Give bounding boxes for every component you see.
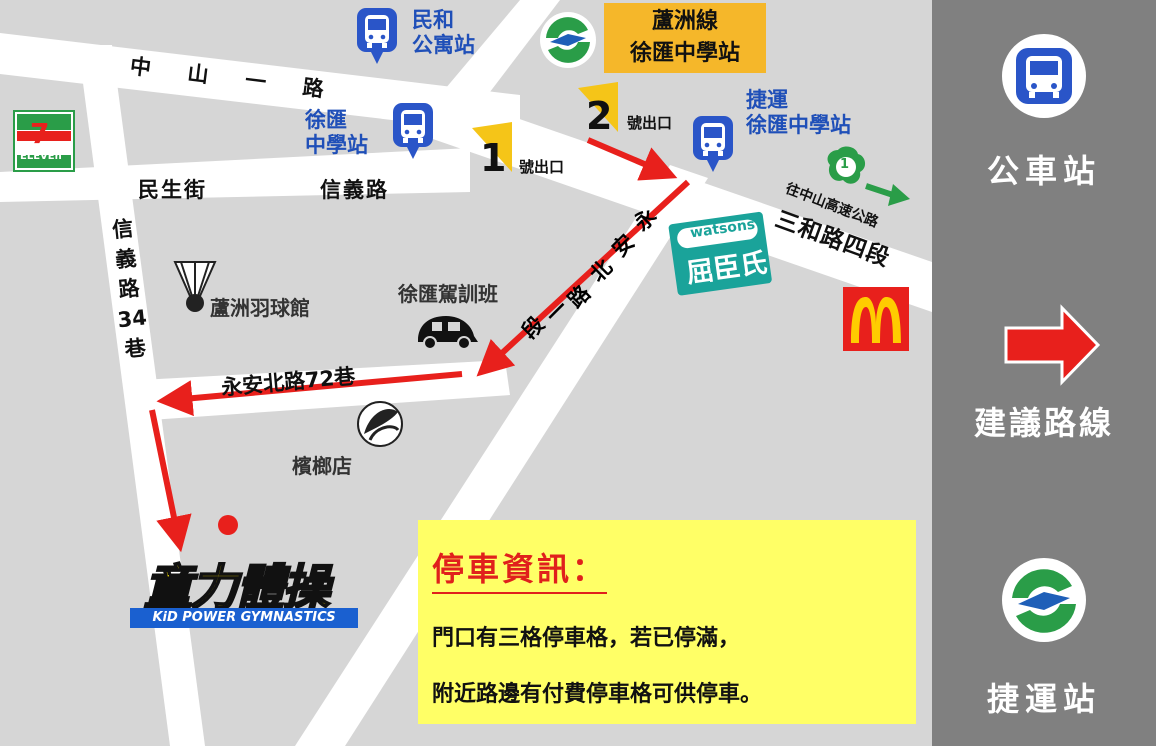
- exit-2-label: 號出口: [627, 114, 673, 132]
- kid-power-logo: 童力體操 KiD POWER GYMNASTICS: [130, 548, 362, 632]
- parking-line-1: 門口有三格停車格，若已停滿，: [432, 626, 741, 651]
- map-area: 民和 公寓站 徐匯 中學站 捷運 徐匯中學站 蘆洲線 徐匯中學站 1 號出口 2…: [0, 0, 932, 746]
- parking-info-box: 停車資訊： 門口有三格停車格，若已停滿， 附近路邊有付費停車格可供停車。: [418, 520, 916, 724]
- mrt-line-label: 蘆洲線: [651, 9, 718, 34]
- seven-eleven-icon: [13, 110, 75, 172]
- car-icon: [418, 316, 478, 350]
- mrt-logo-icon: [540, 12, 596, 68]
- exit-1-number: 1: [480, 136, 507, 180]
- legend-mrt-icon: [1002, 558, 1086, 642]
- seven-eleven-text: ELEVEn: [20, 151, 62, 162]
- seven-eleven-number: 7: [30, 117, 50, 150]
- mcdonalds-logo-icon: [843, 287, 909, 351]
- badminton-shuttlecock-icon: [173, 261, 217, 312]
- parking-title: 停車資訊：: [432, 544, 608, 594]
- exit-2-number: 2: [586, 94, 613, 138]
- legend-sidebar: 公車站 建議路線 捷運站: [932, 0, 1156, 746]
- poi-label-driving-school: 徐匯駕訓班: [398, 282, 498, 306]
- legend-label-route: 建議路線: [973, 404, 1114, 442]
- bus-stop-label-xuhui: 徐匯 中學站: [305, 108, 368, 157]
- betel-nut-icon: [357, 401, 403, 447]
- legend-label-bus: 公車站: [986, 152, 1101, 190]
- legend-label-mrt: 捷運站: [986, 680, 1101, 718]
- suggested-route: [149, 137, 691, 553]
- destination-dot: [218, 515, 238, 535]
- parking-line-2: 附近路邊有付費停車格可供停車。: [432, 682, 763, 707]
- bus-stop-icon-minhe: [357, 8, 397, 64]
- highway-shield-icon: [827, 146, 866, 184]
- bus-stop-label-minhe: 民和 公寓站: [412, 8, 475, 57]
- poi-label-badminton: 蘆洲羽球館: [210, 296, 310, 320]
- legend-bus-icon: [1002, 34, 1086, 118]
- lane-char: 巷: [123, 335, 147, 362]
- legend-icons: [1002, 34, 1101, 642]
- poi-label-betel-shop: 檳榔店: [292, 454, 352, 478]
- exit-1-label: 號出口: [519, 158, 565, 176]
- bus-stop-label-mrt: 捷運 徐匯中學站: [746, 88, 851, 137]
- road-network: [0, 0, 932, 746]
- logo-en-text: KiD POWER GYMNASTICS: [130, 608, 358, 628]
- mrt-station-box: 蘆洲線 徐匯中學站: [604, 3, 766, 73]
- road-label-xinyi: 信義路: [320, 178, 389, 202]
- bus-stop-icon-mrt: [693, 116, 733, 172]
- logo-cn-text: 童力體操: [143, 559, 331, 617]
- exit-1-marker: [472, 122, 512, 172]
- legend-route-arrow-icon: [1004, 304, 1101, 386]
- mrt-station-label: 徐匯中學站: [629, 41, 740, 66]
- highway-arrow-icon: [865, 183, 910, 206]
- exit-2-marker: [578, 82, 618, 132]
- watsons-logo-icon: [668, 211, 772, 296]
- road-label-minsheng: 民生街: [138, 178, 207, 202]
- highway-number: 1: [840, 157, 850, 172]
